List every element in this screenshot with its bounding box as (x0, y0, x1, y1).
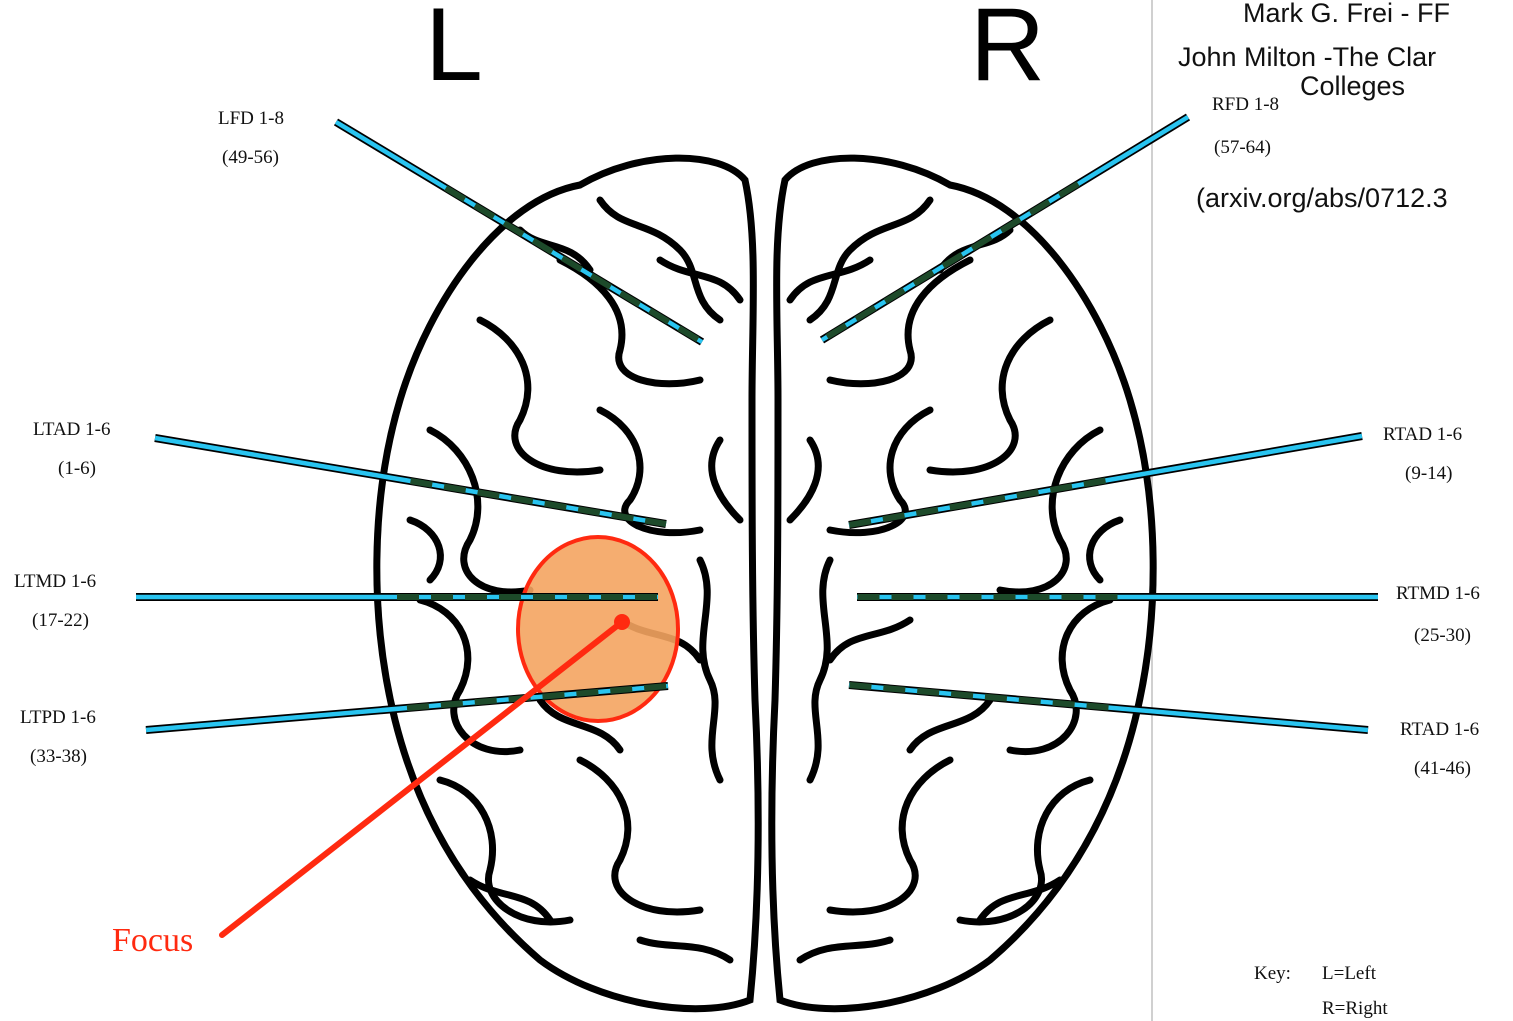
label-ltad-name: LTAD 1-6 (33, 419, 110, 440)
focus-arrow-head (614, 614, 630, 630)
key-entry-left: L=Left (1322, 963, 1377, 984)
label-ltpd-name: LTPD 1-6 (20, 707, 96, 728)
right-hemisphere (772, 158, 1153, 1009)
label-ltad-channels: (1-6) (58, 458, 96, 479)
credit-author-1: Mark G. Frei - FF (1243, 0, 1450, 28)
label-rfd-name: RFD 1-8 (1212, 94, 1279, 115)
label-ltmd-name: LTMD 1-6 (14, 571, 96, 592)
label-rtpd-channels: (41-46) (1414, 758, 1471, 779)
left-hemisphere-letter: L (425, 0, 483, 103)
focus-label: Focus (112, 922, 193, 959)
label-rtad-channels: (9-14) (1405, 463, 1452, 484)
label-rtad-name: RTAD 1-6 (1383, 424, 1462, 445)
label-ltmd-channels: (17-22) (32, 610, 89, 631)
key-title: Key: (1254, 963, 1291, 984)
credit-reference: (arxiv.org/abs/0712.3 (1196, 183, 1448, 213)
label-rtmd-name: RTMD 1-6 (1396, 583, 1480, 604)
label-lfd-channels: (49-56) (222, 147, 279, 168)
label-rtmd-channels: (25-30) (1414, 625, 1471, 646)
label-lfd-name: LFD 1-8 (218, 108, 284, 129)
right-hemisphere-letter: R (970, 0, 1045, 103)
label-rfd-channels: (57-64) (1214, 137, 1271, 158)
key-entry-right: R=Right (1322, 998, 1388, 1019)
label-ltpd-channels: (33-38) (30, 746, 87, 767)
credit-author-2: John Milton -The Clar (1178, 42, 1436, 72)
label-rtpd-name: RTAD 1-6 (1400, 719, 1479, 740)
credit-affiliation: Colleges (1300, 71, 1405, 101)
